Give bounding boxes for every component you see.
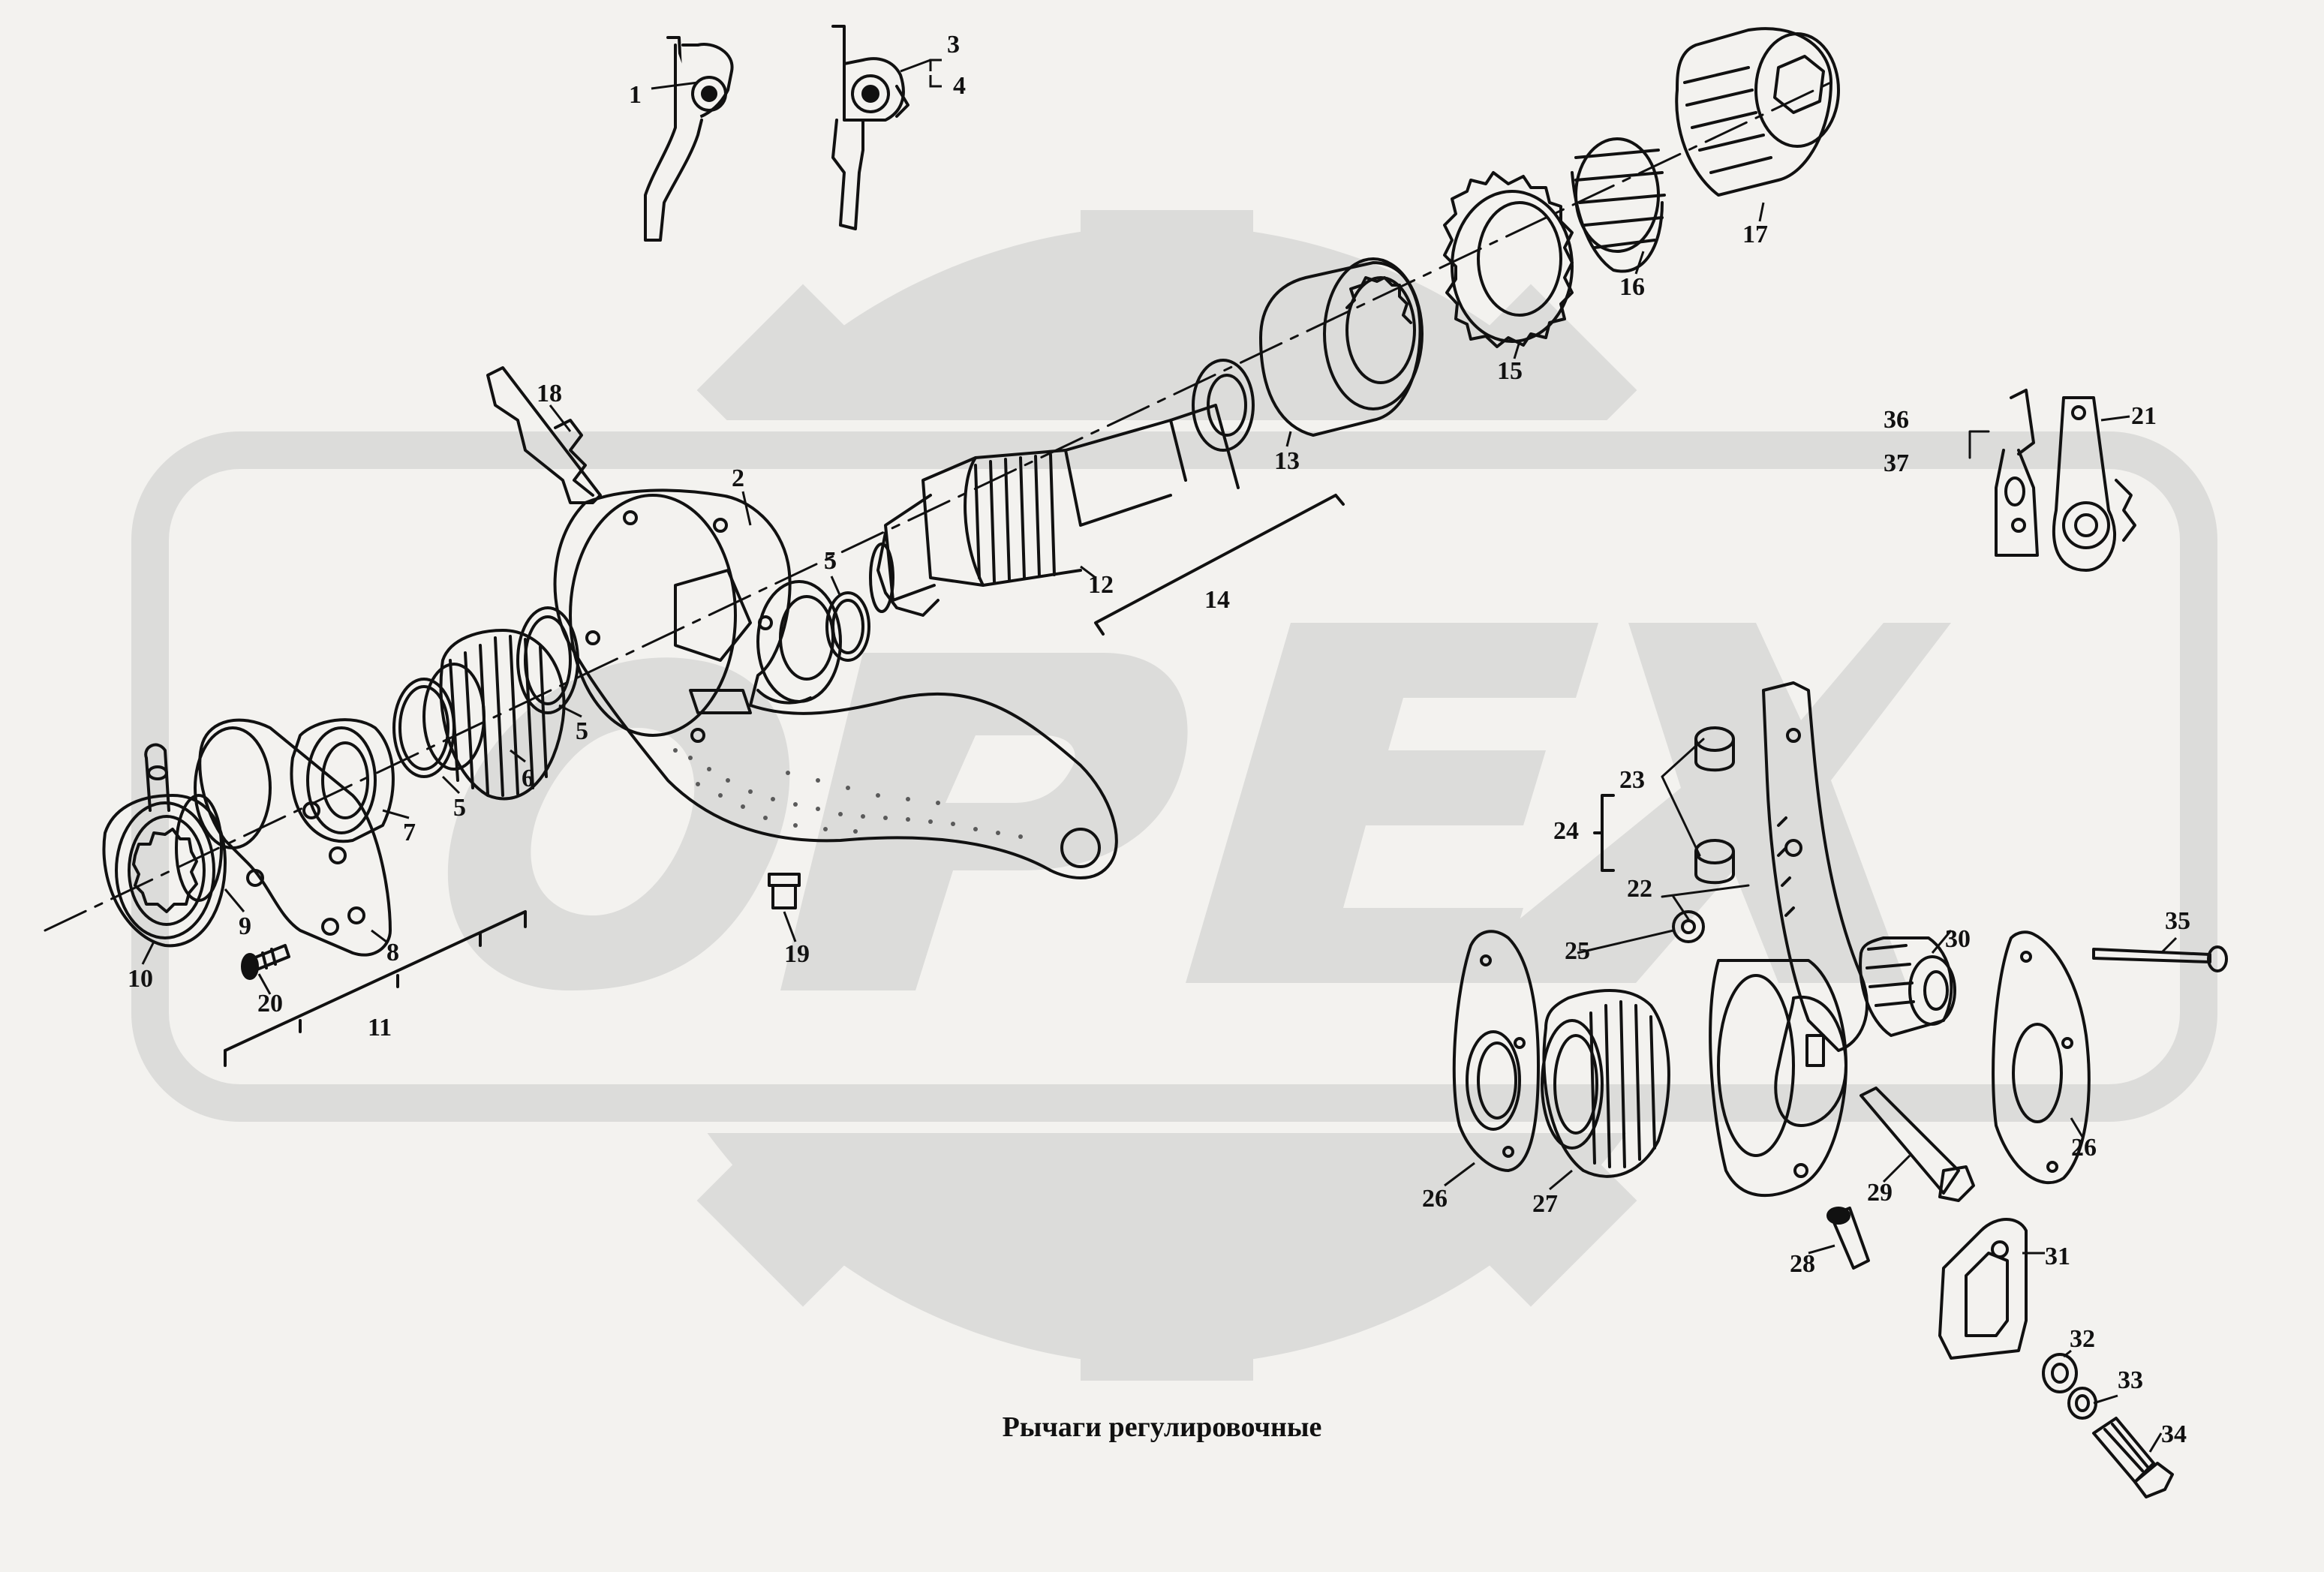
part-24-bracket — [1593, 794, 1615, 872]
part-18-pawl — [486, 366, 602, 504]
part-25-bushing — [1672, 910, 1705, 943]
housing-shading — [673, 748, 1023, 839]
callout-13: 13 — [1274, 447, 1300, 475]
callout-36: 36 — [1884, 406, 1909, 434]
callout-18: 18 — [537, 380, 562, 407]
part-2-housing — [553, 488, 1118, 879]
callout-15: 15 — [1497, 357, 1523, 385]
callout-2: 2 — [732, 464, 744, 492]
callout-6: 6 — [522, 765, 534, 792]
callout-23: 23 — [1619, 766, 1645, 794]
part-35-pin — [2092, 945, 2228, 972]
callout-24: 24 — [1553, 817, 1579, 845]
callout-11: 11 — [368, 1014, 392, 1041]
callout-26: 26 — [1422, 1185, 1448, 1213]
callout-31: 31 — [2045, 1243, 2070, 1270]
part-22-arm — [1709, 681, 1869, 1198]
part-29-key — [1860, 1087, 1975, 1202]
part-23-bushings — [1694, 726, 1735, 885]
callout-17: 17 — [1742, 221, 1768, 248]
watermark — [120, 210, 2229, 1381]
part-12-worm-shaft — [869, 359, 1255, 617]
callout-10: 10 — [128, 965, 153, 993]
part-9-gasket — [175, 794, 223, 902]
callout-14: 14 — [1204, 586, 1230, 614]
callout-16: 16 — [1619, 273, 1645, 301]
callout-9: 9 — [239, 912, 251, 940]
callout-27: 27 — [1532, 1190, 1558, 1218]
part-7-bushing — [290, 718, 395, 843]
part-26-plate-left — [1452, 930, 1540, 1172]
part-15-toothed-ring — [1443, 171, 1574, 348]
callout-5: 5 — [824, 547, 837, 575]
callout-33: 33 — [2118, 1366, 2143, 1394]
part-13-sleeve — [1259, 257, 1424, 437]
bracket-lines — [224, 494, 1345, 1067]
callout-5: 5 — [576, 717, 588, 745]
callout-leaders — [141, 59, 2178, 1453]
part-6-gear — [422, 629, 566, 801]
part-16-spring — [1571, 137, 1666, 273]
callout-29: 29 — [1867, 1179, 1893, 1207]
callout-4: 4 — [953, 72, 966, 100]
callout-34: 34 — [2161, 1420, 2187, 1448]
callout-3: 3 — [947, 31, 960, 59]
part-36-37-lever — [1995, 389, 2039, 557]
part-3-4-lever — [831, 25, 909, 230]
callout-26: 26 — [2071, 1134, 2097, 1162]
callout-35: 35 — [2165, 907, 2190, 935]
callout-37: 37 — [1884, 449, 1909, 477]
diagram-caption: Рычаги регулировочные — [1002, 1411, 1322, 1443]
part-19-plug — [768, 873, 801, 909]
part-32-washer — [2042, 1353, 2078, 1393]
callout-22: 22 — [1627, 875, 1652, 903]
part-1-lever — [644, 36, 734, 242]
callout-20: 20 — [257, 990, 283, 1017]
part-17-cap — [1675, 27, 1840, 197]
part-34-bolt — [2092, 1417, 2174, 1498]
leader-lines — [1661, 430, 1990, 921]
callout-5: 5 — [453, 794, 466, 822]
part-10-cover — [102, 743, 227, 948]
callout-19: 19 — [784, 940, 810, 968]
callout-28: 28 — [1790, 1250, 1815, 1278]
part-28-bolt — [1826, 1207, 1870, 1270]
callout-30: 30 — [1945, 925, 1971, 953]
callout-1: 1 — [629, 81, 642, 109]
callout-21: 21 — [2131, 402, 2157, 430]
callout-labels: 1 2 3 4 5 5 5 5 6 7 8 9 10 11 12 13 14 1… — [128, 31, 2190, 1448]
part-31-cover — [1938, 1218, 2028, 1360]
callout-32: 32 — [2070, 1325, 2095, 1353]
part-26-plate-right — [1992, 930, 2091, 1185]
watermark-letters — [447, 623, 1951, 990]
part-27-gear — [1541, 989, 1670, 1178]
part-20-screw — [241, 944, 290, 980]
part-8-cover-plate — [194, 718, 392, 957]
part-30-worm — [1859, 936, 1956, 1037]
callout-7: 7 — [403, 819, 416, 846]
callout-5: 5 — [824, 547, 837, 575]
part-21-adjuster — [2052, 396, 2136, 572]
callout-8: 8 — [386, 939, 399, 966]
